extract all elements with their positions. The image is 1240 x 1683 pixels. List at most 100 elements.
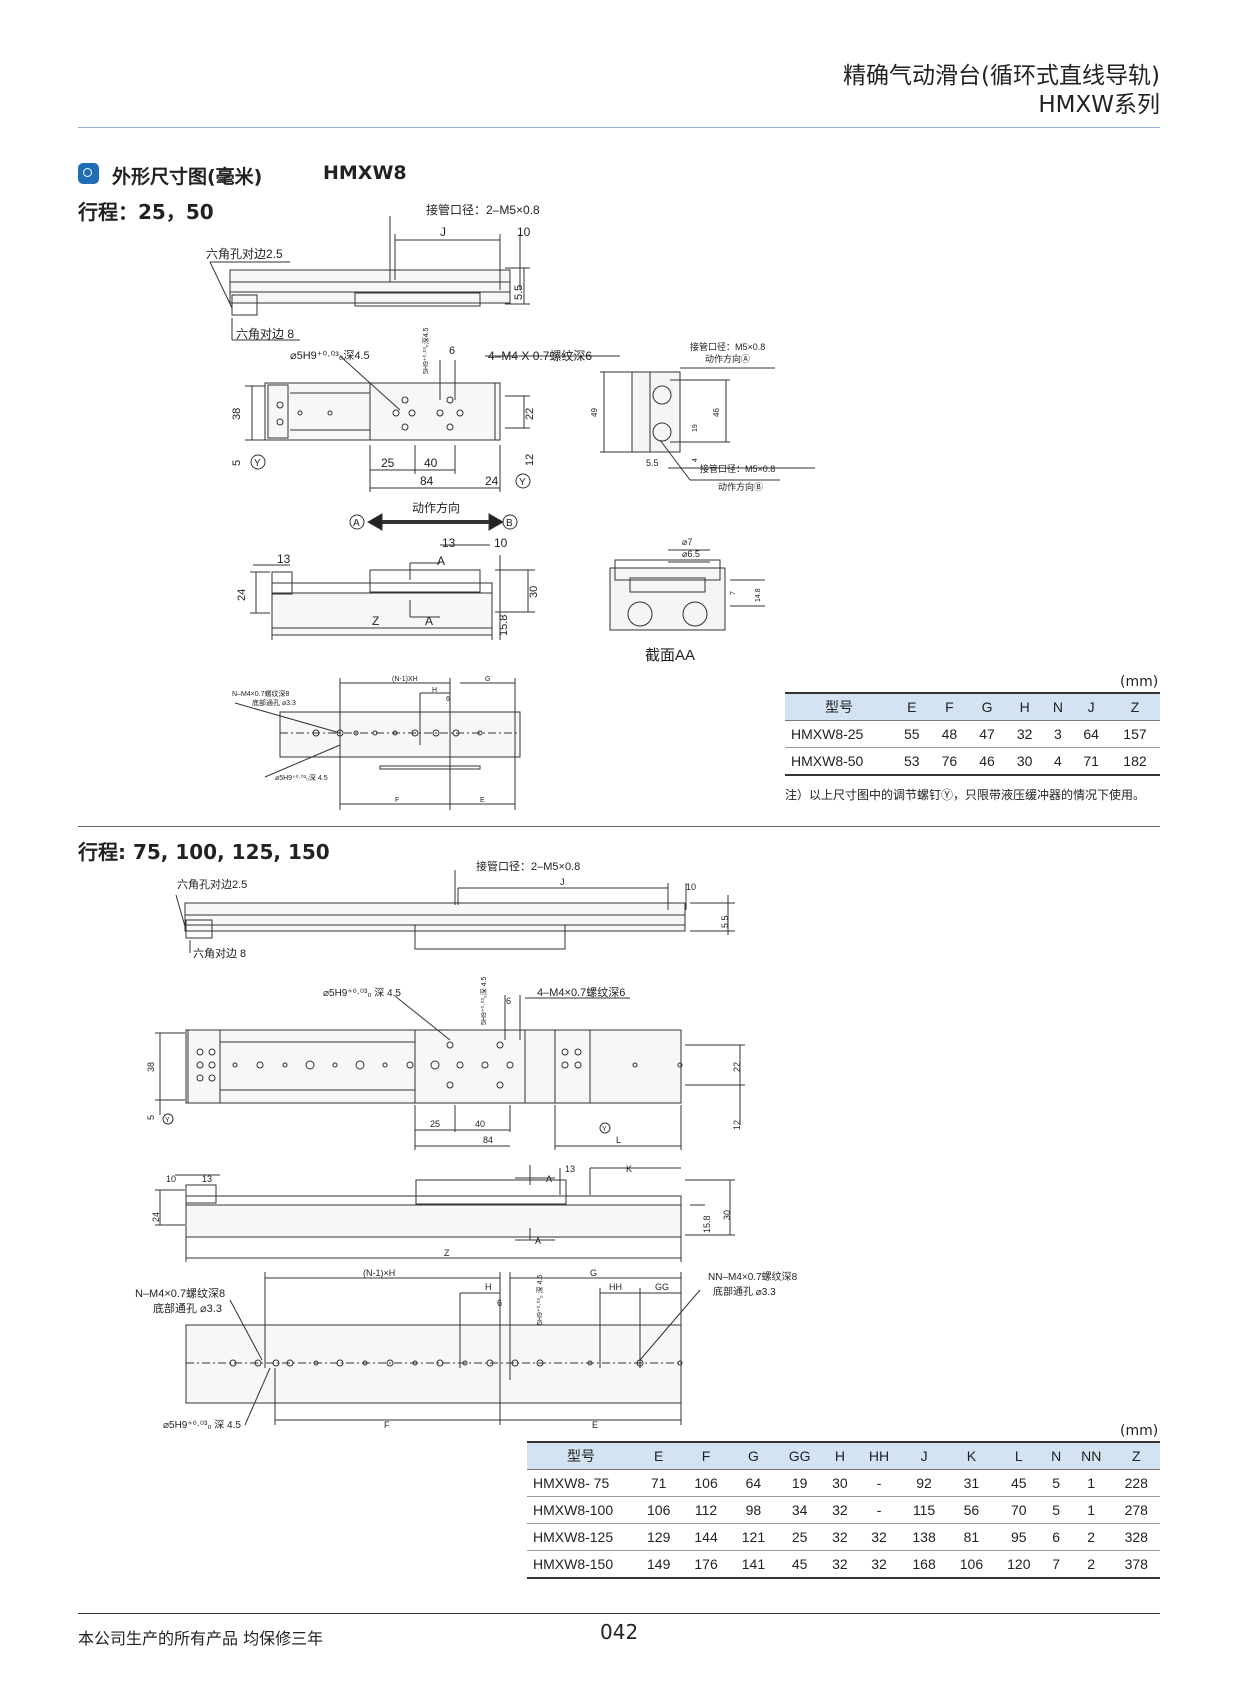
table2-col-l: L xyxy=(995,1441,1043,1470)
table-row: HMXW8-100 106 112 98 34 32 - 115 56 70 5… xyxy=(527,1496,1160,1524)
d2-dim-e: E xyxy=(592,1420,598,1430)
d1-bot-nm: N–M4×0.7螺纹深8 xyxy=(232,689,289,698)
d1-mark-a: A xyxy=(353,518,360,529)
d1-side-dim-19: 19 xyxy=(692,424,699,432)
section-model: HMXW8 xyxy=(323,162,407,184)
d1-front-dim-13b: 13 xyxy=(442,536,456,550)
stroke-label-1: 行程：25，50 xyxy=(78,200,214,224)
d1-side-dir-b: 动作方向Ⓑ xyxy=(718,481,763,492)
d1-side-dim-55: 5.5 xyxy=(646,458,659,468)
table-cell: 112 xyxy=(682,1496,730,1524)
table-cell: 129 xyxy=(635,1523,683,1551)
table-cell: 2 xyxy=(1069,1550,1113,1579)
d1-tap-label: 4–M4 X 0.7螺纹深6 xyxy=(488,349,592,363)
table-cell: HMXW8-125 xyxy=(527,1523,635,1551)
table-cell: 106 xyxy=(635,1496,683,1524)
table-cell: 6 xyxy=(1042,1523,1070,1551)
table-cell: 81 xyxy=(947,1523,996,1551)
d1-sec-d65: ⌀6.5 xyxy=(682,549,700,559)
d1-side-dim-4: 4 xyxy=(692,458,699,462)
table-cell: 76 xyxy=(930,747,969,776)
d2-hex-hole: 六角孔对边2.5 xyxy=(177,877,247,891)
table1-col-h: H xyxy=(1005,692,1044,721)
d2-nnm-label: NN–M4×0.7螺纹深8 xyxy=(708,1270,798,1283)
table-cell: 1 xyxy=(1069,1469,1113,1497)
d2-mark-y-left: Y xyxy=(165,1117,170,1124)
d1-dim-25: 25 xyxy=(381,456,395,470)
d1-sec-d7: ⌀7 xyxy=(682,537,692,547)
d2-sec-a-top: A xyxy=(546,1174,552,1184)
table-cell: 157 xyxy=(1109,720,1160,748)
table-cell: 64 xyxy=(729,1469,778,1497)
table-cell: 2 xyxy=(1069,1523,1113,1551)
d2-dim-10: 10 xyxy=(686,882,696,892)
d1-dim-10: 10 xyxy=(517,225,531,239)
d1-dim-6: 6 xyxy=(449,345,455,357)
d2-front-dim-13b: 13 xyxy=(565,1164,575,1174)
table-row: HMXW8-125 129 144 121 25 32 32 138 81 95… xyxy=(527,1523,1160,1551)
d2-dim-f: F xyxy=(384,1420,390,1430)
table1-col-j: J xyxy=(1072,692,1110,721)
stroke-label-2: 行程: 75, 100, 125, 150 xyxy=(78,840,330,864)
d1-sec-a-bot: A xyxy=(425,614,433,628)
d2-through-2: 底部通孔 ⌀3.3 xyxy=(713,1285,776,1298)
table-cell: 144 xyxy=(682,1523,730,1551)
table-cell: 328 xyxy=(1112,1523,1160,1551)
d2-front-dim-30: 30 xyxy=(722,1210,732,1220)
d2-nm-label: N–M4×0.7螺纹深8 xyxy=(135,1286,225,1300)
table-cell: 30 xyxy=(822,1469,858,1497)
d1-direction-label: 动作方向 xyxy=(412,500,460,515)
table-cell: 70 xyxy=(995,1496,1043,1524)
table-cell: 45 xyxy=(995,1469,1043,1497)
table-cell: 95 xyxy=(995,1523,1043,1551)
d1-pin-hole-vertical: 5H9⁺⁰·⁰³₀深4.5 xyxy=(421,327,430,374)
table-cell: 92 xyxy=(900,1469,948,1497)
table2-col-model: 型号 xyxy=(527,1441,635,1470)
d1-side-dir-a: 动作方向Ⓐ xyxy=(705,353,750,364)
d1-dim-j: J xyxy=(440,225,446,239)
d2-dim-l: L xyxy=(616,1135,621,1145)
d1-sec-a-top: A xyxy=(437,554,445,568)
d1-hex-hole: 六角孔对边2.5 xyxy=(206,247,283,261)
table-cell: 5 xyxy=(1042,1469,1070,1497)
table-cell: 32 xyxy=(857,1523,901,1551)
d1-front-dim-30: 30 xyxy=(528,586,540,598)
d1-bot-e: E xyxy=(480,797,485,804)
d1-dim-40: 40 xyxy=(424,456,438,470)
d2-front-dim-k: K xyxy=(626,1164,632,1174)
table2-col-z: Z xyxy=(1112,1441,1160,1470)
d1-dim-22: 22 xyxy=(524,408,536,420)
d2-dim-gg: GG xyxy=(655,1282,669,1292)
d1-dim-12: 12 xyxy=(524,454,536,466)
table-cell: 34 xyxy=(777,1496,823,1524)
table-cell: 1 xyxy=(1069,1496,1113,1524)
table1-col-f: F xyxy=(930,692,969,721)
d1-dim-38: 38 xyxy=(231,408,243,420)
d2-dim-j: J xyxy=(560,877,565,887)
table-cell: 71 xyxy=(635,1469,683,1497)
table2-col-n: N xyxy=(1042,1441,1070,1470)
d2-dim-38: 38 xyxy=(146,1062,156,1072)
table-cell: 32 xyxy=(822,1496,858,1524)
section-bullet-icon xyxy=(78,163,99,184)
table-cell: 56 xyxy=(947,1496,996,1524)
table1-col-z: Z xyxy=(1109,692,1160,721)
table-cell: 141 xyxy=(729,1550,778,1579)
table2-unit: (mm) xyxy=(1120,1423,1159,1439)
table-row: HMXW8-50 53 76 46 30 4 71 182 xyxy=(785,747,1160,776)
d1-bot-g: G xyxy=(485,676,490,683)
d2-dim-55: 5.5 xyxy=(720,915,730,928)
table-cell: 32 xyxy=(822,1523,858,1551)
d1-hex-side: 六角对边 8 xyxy=(236,327,294,341)
d2-nxh: (N-1)×H xyxy=(363,1268,395,1278)
d1-sec-7: 7 xyxy=(730,591,737,595)
drawing-set-1: 接管口径：2–M5×0.8 J 10 六角孔对边2.5 六角对边 8 5.5 ⌀… xyxy=(206,202,815,810)
d1-dim-24: 24 xyxy=(485,474,499,488)
d2-mark-y-right: Y xyxy=(602,1126,607,1133)
table2-col-hh: HH xyxy=(857,1441,901,1470)
table-cell: 32 xyxy=(1005,720,1044,748)
table-cell: 64 xyxy=(1072,720,1110,748)
d1-front-dim-10: 10 xyxy=(494,536,508,550)
table2-col-h: H xyxy=(822,1441,858,1470)
header-rule xyxy=(78,127,1160,128)
